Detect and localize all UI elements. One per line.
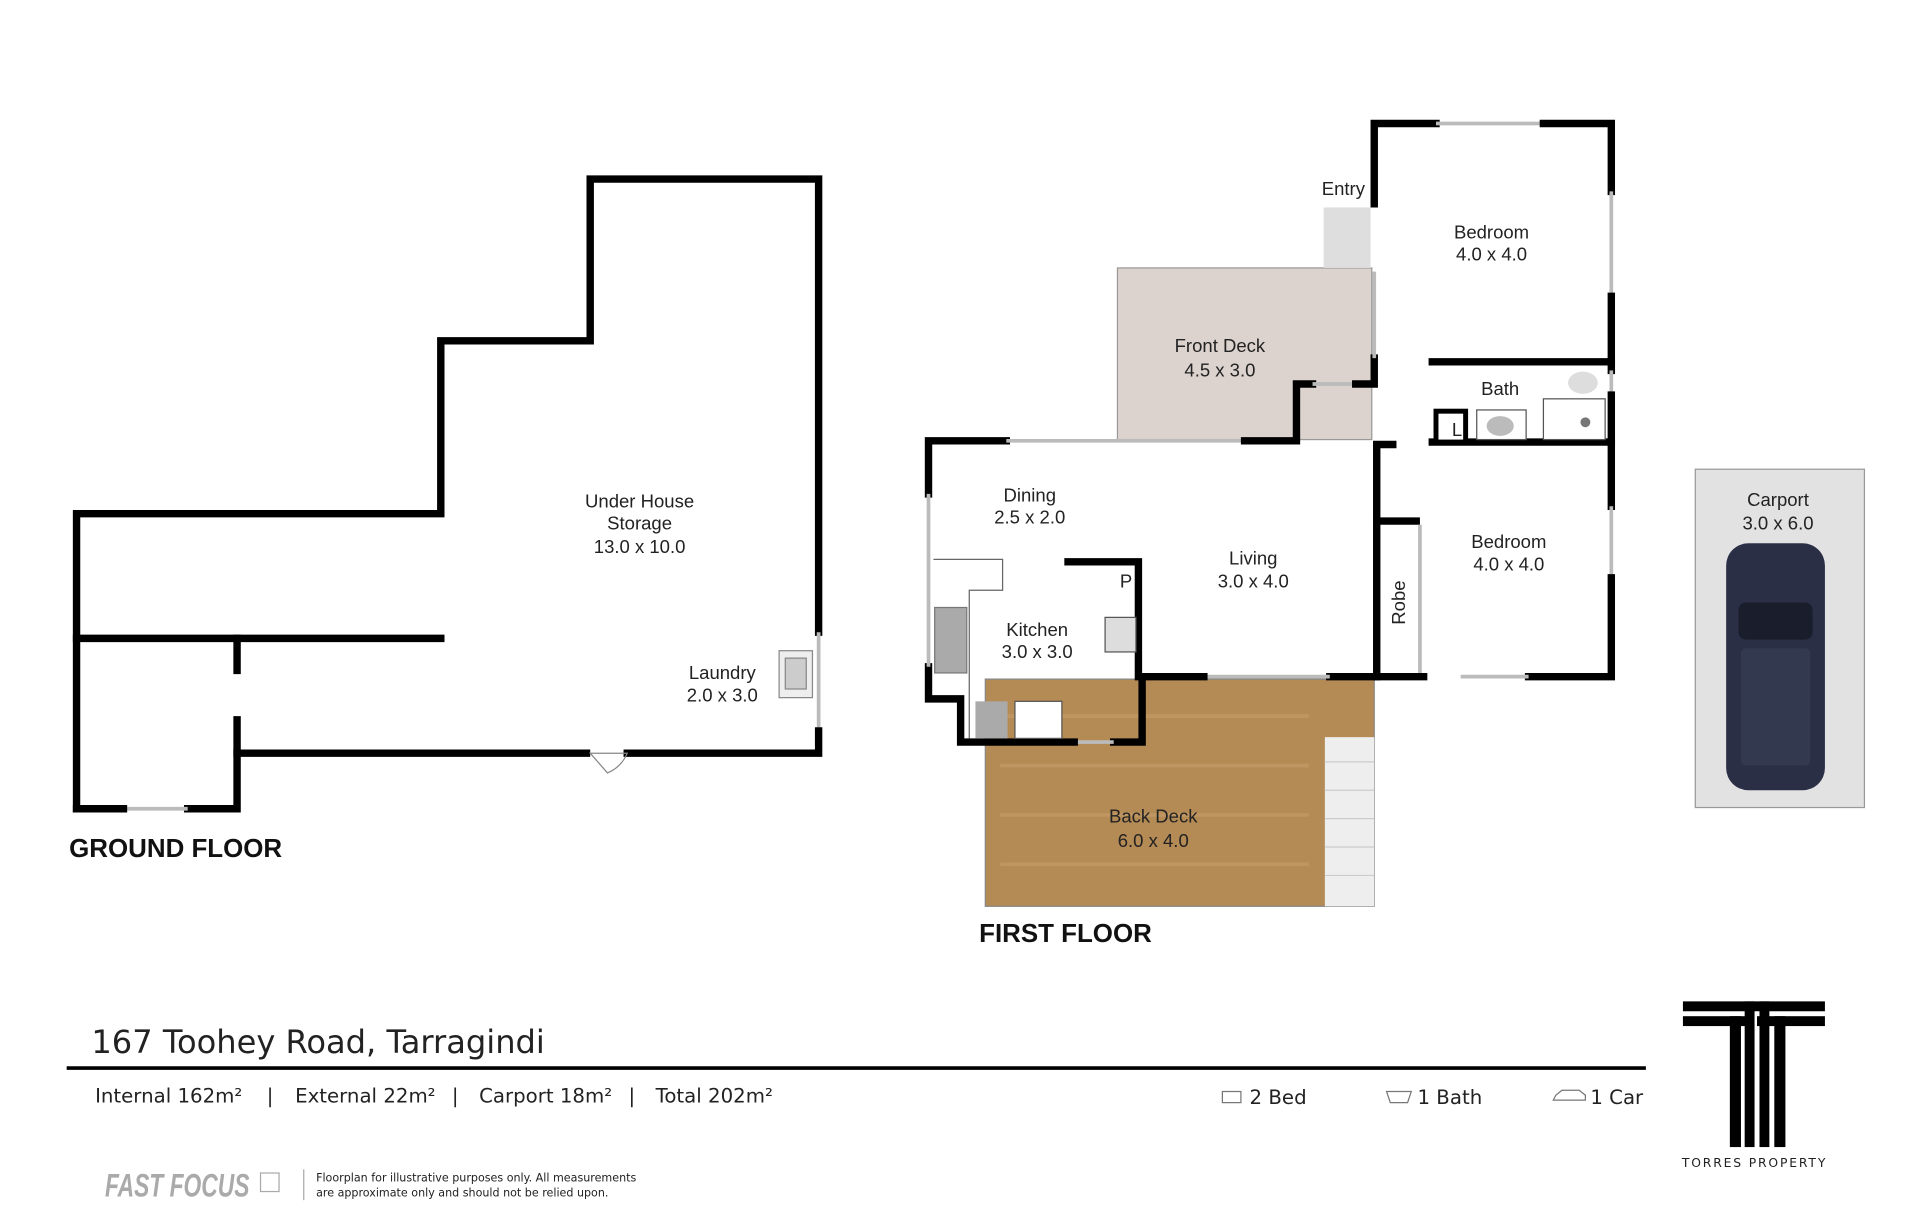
svg-text:Internal 162m²: Internal 162m² bbox=[95, 1085, 242, 1108]
fast-focus-logo: FAST FOCUS bbox=[105, 1167, 250, 1203]
entry-stairs bbox=[1323, 207, 1371, 268]
area-summary: Internal 162m² | External 22m² | Carport… bbox=[95, 1085, 773, 1108]
address: 167 Toohey Road, Tarragindi bbox=[91, 1023, 544, 1061]
carport: Carport 3.0 x 6.0 bbox=[1694, 468, 1866, 809]
room-size: 4.5 x 3.0 bbox=[1184, 360, 1255, 381]
linen-label: L bbox=[1452, 419, 1462, 440]
room-size: 2.0 x 3.0 bbox=[687, 684, 758, 705]
svg-text:External 22m²: External 22m² bbox=[295, 1085, 436, 1108]
room-label: Bedroom bbox=[1454, 221, 1529, 242]
room-size: 13.0 x 10.0 bbox=[594, 536, 686, 557]
room-size: 6.0 x 4.0 bbox=[1118, 830, 1189, 851]
sink-icon bbox=[934, 606, 968, 674]
room-label: Front Deck bbox=[1175, 335, 1266, 356]
room-size: 3.0 x 3.0 bbox=[1002, 641, 1073, 662]
toilet-icon bbox=[1568, 371, 1598, 394]
svg-text:|: | bbox=[628, 1085, 635, 1108]
fridge-icon bbox=[975, 701, 1008, 739]
room-label: Bedroom bbox=[1471, 531, 1546, 552]
room-label: Bath bbox=[1481, 378, 1519, 399]
room-label: Robe bbox=[1388, 580, 1409, 624]
bath-icon bbox=[1385, 1090, 1413, 1104]
car-feature: 1 Car bbox=[1552, 1086, 1644, 1109]
bed-feature: 2 Bed bbox=[1221, 1086, 1307, 1109]
room-size: 2.5 x 2.0 bbox=[994, 507, 1065, 528]
room-label: Kitchen bbox=[1006, 619, 1068, 640]
svg-text:1 Bath: 1 Bath bbox=[1417, 1086, 1482, 1109]
room-size: 4.0 x 4.0 bbox=[1473, 553, 1544, 574]
disclaimer: Floorplan for illustrative purposes only… bbox=[316, 1172, 636, 1185]
room-size: 4.0 x 4.0 bbox=[1456, 244, 1527, 265]
svg-text:|: | bbox=[267, 1085, 274, 1108]
disclaimer: are approximate only and should not be r… bbox=[316, 1186, 608, 1199]
bath-feature: 1 Bath bbox=[1385, 1086, 1482, 1109]
bed-icon bbox=[1221, 1090, 1242, 1104]
torres-logo: TORRES PROPERTY bbox=[1681, 1001, 1827, 1170]
room-size: 3.0 x 4.0 bbox=[1218, 571, 1289, 592]
brand-name: TORRES PROPERTY bbox=[1681, 1156, 1827, 1170]
back-stairs bbox=[1324, 737, 1375, 907]
room-label: Living bbox=[1229, 547, 1277, 568]
ground-floor-plan: Under House Storage 13.0 x 10.0 Laundry … bbox=[69, 175, 823, 863]
svg-text:2 Bed: 2 Bed bbox=[1250, 1086, 1307, 1109]
ground-floor-title: GROUND FLOOR bbox=[69, 835, 282, 863]
svg-text:Carport 18m²: Carport 18m² bbox=[479, 1085, 612, 1108]
fast-focus-icon bbox=[259, 1172, 280, 1193]
room-label: Entry bbox=[1322, 178, 1366, 199]
svg-text:|: | bbox=[452, 1085, 459, 1108]
stove-icon bbox=[1104, 616, 1137, 653]
room-label: Storage bbox=[607, 513, 672, 534]
first-floor-title: FIRST FLOOR bbox=[979, 920, 1152, 948]
svg-text:Total 202m²: Total 202m² bbox=[655, 1085, 773, 1108]
room-size: 3.0 x 6.0 bbox=[1742, 513, 1813, 534]
car-small-icon bbox=[1552, 1089, 1587, 1101]
pantry-label: P bbox=[1120, 571, 1132, 592]
svg-text:1 Car: 1 Car bbox=[1590, 1086, 1644, 1109]
room-label: Back Deck bbox=[1109, 805, 1198, 826]
room-label: Under House bbox=[585, 490, 694, 511]
room-label: Laundry bbox=[689, 662, 757, 683]
basin-icon bbox=[1486, 416, 1514, 436]
front-deck-area bbox=[1116, 267, 1373, 441]
first-floor-plan: Entry Bedroom 4.0 x 4.0 Front Deck 4.5 x… bbox=[924, 119, 1616, 948]
room-label: Dining bbox=[1004, 484, 1056, 505]
room-label: Carport bbox=[1747, 489, 1810, 510]
